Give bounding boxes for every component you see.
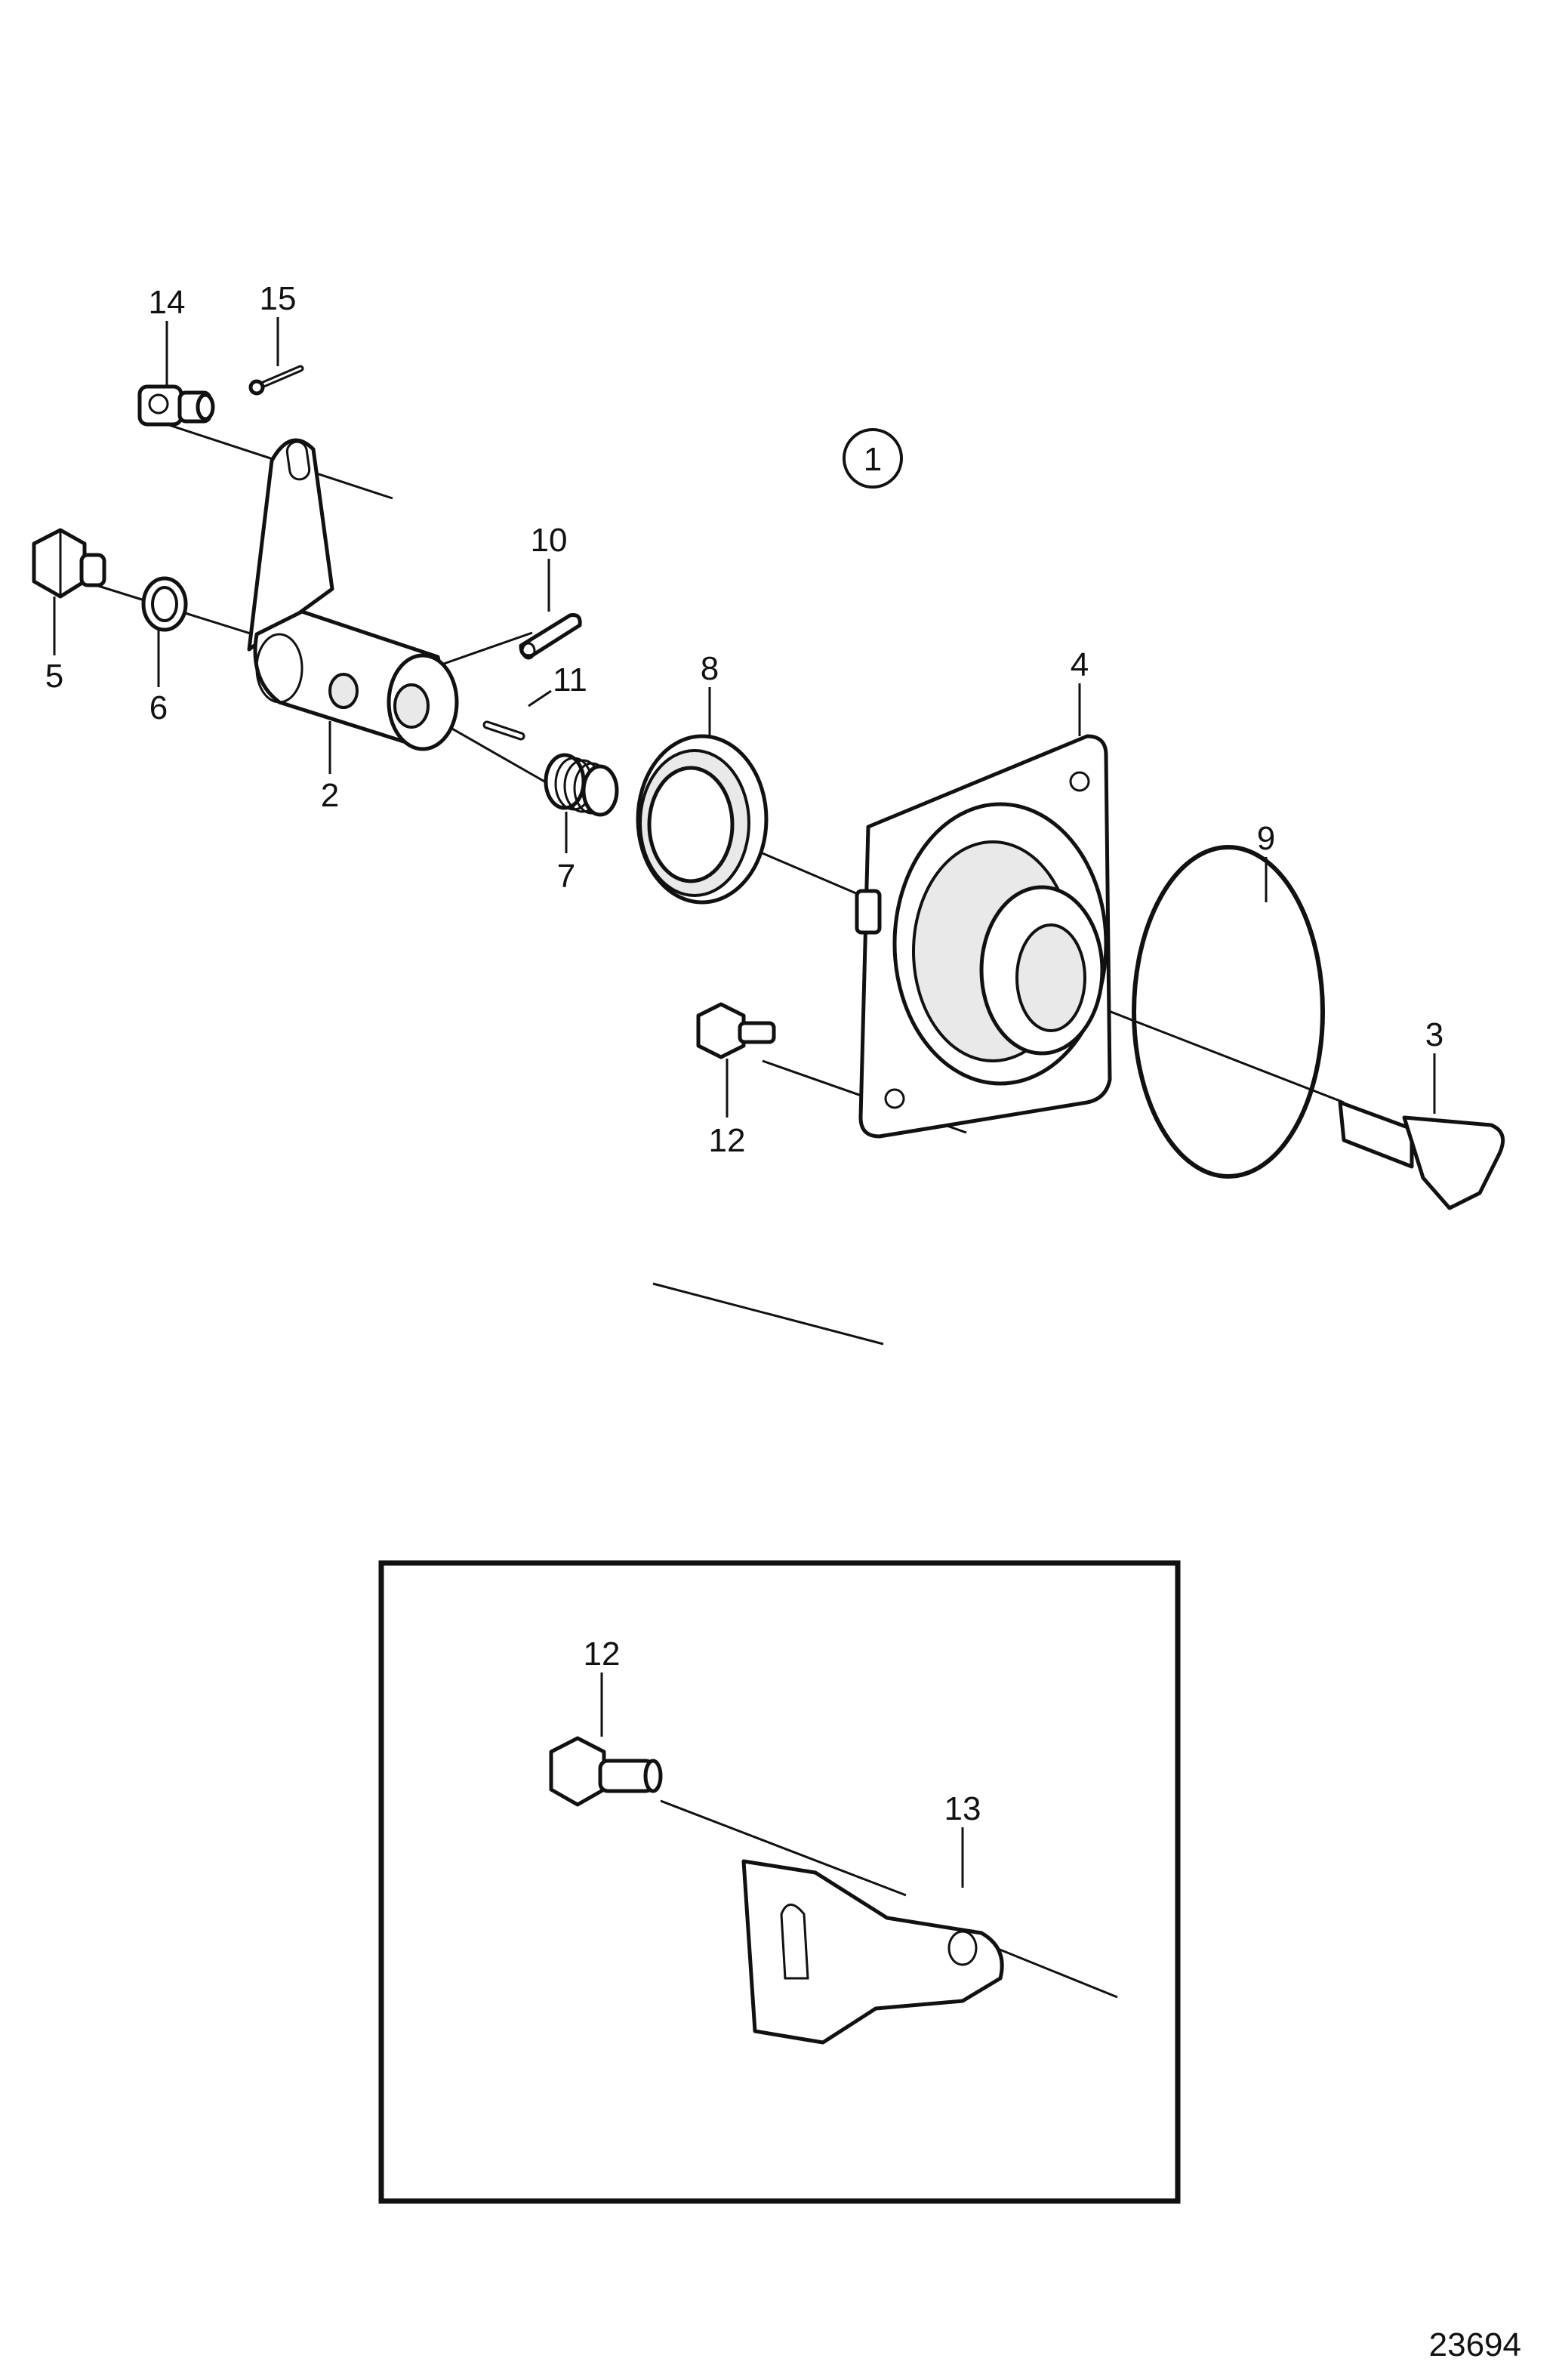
callout-12: 12 [709,1122,746,1159]
part-12-flange-screw-inset [549,1736,663,1807]
callout-1: 1 [864,441,882,478]
part-9-o-ring [1132,845,1325,1179]
callout-5: 5 [45,658,63,695]
part-5-hex-plug [32,528,106,599]
callout-13: 13 [944,1790,981,1827]
inset-frame [378,1560,1181,2204]
part-10-pin [519,613,582,660]
part-7-spring [544,753,619,817]
part-13-bracket [741,1859,1004,2045]
callout-7: 7 [557,858,575,895]
callout-9: 9 [1257,820,1275,857]
callout-12-inset: 12 [584,1635,621,1672]
part-4-housing [855,734,1112,1139]
part-8-shaft-seal [636,734,769,905]
callout-11: 11 [553,661,587,698]
callout-15: 15 [260,280,297,317]
part-2-shift-lever [247,438,459,751]
leader-lines [53,317,1436,1888]
figure-number: 23694 [1429,2326,1521,2363]
part-6-washer [141,576,188,632]
callout-4: 4 [1071,646,1089,683]
part-15-cotter-pin [248,365,304,396]
callout-labels: 1 14 15 10 11 5 6 2 7 8 4 9 3 12 12 13 [45,280,1443,1827]
reference-circle [843,428,903,489]
part-3-shift-handle [1338,1100,1505,1210]
callout-2: 2 [321,777,339,814]
callout-10: 10 [531,522,568,559]
callout-3: 3 [1425,1016,1443,1053]
callout-8: 8 [701,650,719,687]
callout-14: 14 [149,284,186,321]
part-11-small-pin [482,720,525,741]
part-12-flange-screw-upper [696,1002,776,1059]
callout-6: 6 [149,689,168,726]
part-14-clevis [137,384,215,427]
